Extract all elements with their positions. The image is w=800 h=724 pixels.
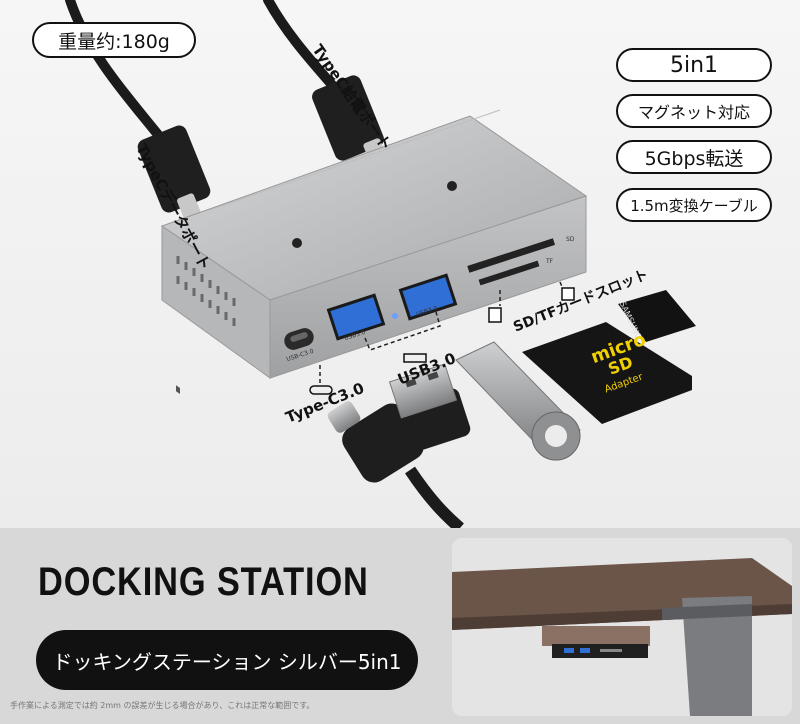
port-tag-sd: SD xyxy=(566,236,575,243)
measurement-note: 手作業による測定では約 2mm の誤差が生じる場合があり、これは正常な範囲です。 xyxy=(10,701,315,710)
spec-badge-transfer: 5Gbps転送 xyxy=(616,140,772,174)
usb-flash-drive-accessory xyxy=(455,341,581,461)
desk-scene xyxy=(452,538,792,716)
weight-badge: 重量约:180g xyxy=(32,22,196,58)
spec-badge-magnet: マグネット対応 xyxy=(616,94,772,128)
desk-usage-photo xyxy=(452,538,792,716)
sd-card-accessory xyxy=(522,290,696,424)
hub-illustration xyxy=(65,0,696,528)
status-led xyxy=(392,313,398,319)
product-name-pill: ドッキングステーション シルバー5in1 xyxy=(36,630,418,690)
vent-slots xyxy=(176,256,236,326)
product-illustration-area: 重量约:180g 5in1 マグネット対応 5Gbps転送 1.5m変換ケーブル… xyxy=(0,0,800,528)
spec-badge-cable: 1.5m変換ケーブル xyxy=(616,188,772,222)
card-slots xyxy=(467,238,556,286)
vent-grille xyxy=(176,385,180,395)
product-title: DOCKING STATION xyxy=(38,560,369,604)
usba-plug-accessory xyxy=(388,363,471,450)
magnet-dot xyxy=(292,238,302,248)
tf-icon xyxy=(561,287,575,301)
usb-a-port-right xyxy=(398,273,458,321)
usb-icon xyxy=(403,353,427,363)
usb-a-port-left xyxy=(326,293,386,341)
typec-icon xyxy=(309,385,333,395)
typec-data-cable xyxy=(65,0,211,221)
sd-icon xyxy=(488,307,502,323)
typec-plug-accessory xyxy=(327,401,464,528)
magnet-dot xyxy=(447,181,457,191)
port-tag-tf: TF xyxy=(546,258,554,265)
usbc-port xyxy=(284,328,314,350)
spec-badge-5in1: 5in1 xyxy=(616,48,772,82)
